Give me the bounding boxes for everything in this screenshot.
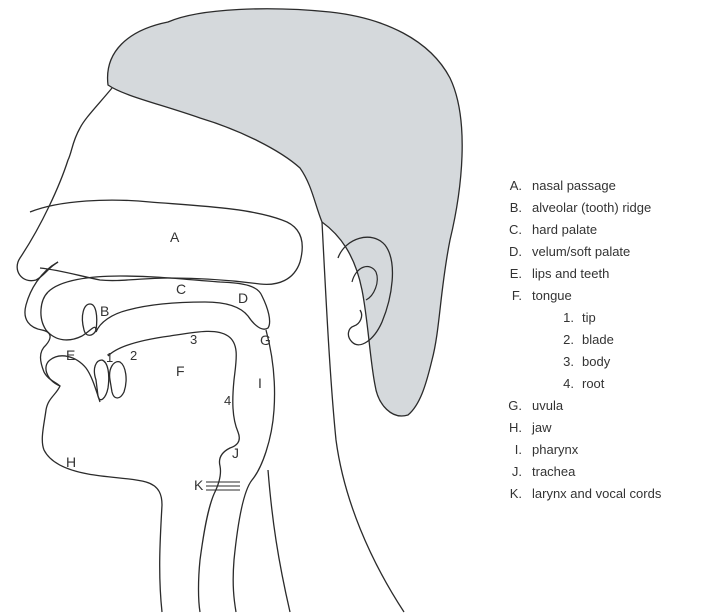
legend-text: velum/soft palate <box>532 241 630 263</box>
legend-subitem-1: 1. tip <box>500 307 718 329</box>
label-A: A <box>170 229 180 245</box>
label-G: G <box>260 332 271 348</box>
lower-tooth-shape-1 <box>94 360 108 400</box>
legend-subitem-2: 2. blade <box>500 329 718 351</box>
legend-letter: I. <box>500 439 522 461</box>
legend-subitem-4: 4. root <box>500 373 718 395</box>
lower-tooth-shape-2 <box>110 362 126 398</box>
label-tongue-4: 4 <box>224 393 231 408</box>
label-tongue-1: 1 <box>106 350 113 365</box>
legend-letter: A. <box>500 175 522 197</box>
legend-item-d: D. velum/soft palate <box>500 241 718 263</box>
legend-subitem-3: 3. body <box>500 351 718 373</box>
legend-item-f: F. tongue <box>500 285 718 307</box>
legend-text: pharynx <box>532 439 578 461</box>
legend-subitem-number: 3. <box>560 351 574 373</box>
nasal-passage-outline <box>30 200 302 284</box>
legend-subitem-text: body <box>582 351 610 373</box>
legend-item-h: H. jaw <box>500 417 718 439</box>
legend-letter: H. <box>500 417 522 439</box>
legend-text: alveolar (tooth) ridge <box>532 197 651 219</box>
legend-item-a: A. nasal passage <box>500 175 718 197</box>
label-D: D <box>238 290 248 306</box>
legend-text: larynx and vocal cords <box>532 483 661 505</box>
label-H: H <box>66 454 76 470</box>
legend-text: nasal passage <box>532 175 616 197</box>
label-tongue-3: 3 <box>190 332 197 347</box>
legend-subitem-text: blade <box>582 329 614 351</box>
face-profile-outline <box>17 88 112 281</box>
legend-letter: B. <box>500 197 522 219</box>
head-hair-region <box>108 9 463 416</box>
label-J: J <box>232 445 239 461</box>
legend-subitem-number: 1. <box>560 307 574 329</box>
label-F: F <box>176 363 185 379</box>
legend-item-g: G. uvula <box>500 395 718 417</box>
vocal-cords-lines <box>206 482 240 490</box>
label-B: B <box>100 303 109 319</box>
label-C: C <box>176 281 186 297</box>
legend-item-b: B. alveolar (tooth) ridge <box>500 197 718 219</box>
legend-letter: E. <box>500 263 522 285</box>
tongue-outline <box>108 331 239 612</box>
legend-subitem-number: 2. <box>560 329 574 351</box>
legend-letter: D. <box>500 241 522 263</box>
legend-letter: F. <box>500 285 522 307</box>
diagram-legend: A. nasal passage B. alveolar (tooth) rid… <box>500 175 718 505</box>
label-K: K <box>194 477 204 493</box>
legend-item-e: E. lips and teeth <box>500 263 718 285</box>
label-I: I <box>258 375 262 391</box>
legend-item-c: C. hard palate <box>500 219 718 241</box>
trachea-outline <box>268 470 290 612</box>
label-tongue-2: 2 <box>130 348 137 363</box>
label-E: E <box>66 347 75 363</box>
legend-text: tongue <box>532 285 572 307</box>
legend-letter: J. <box>500 461 522 483</box>
palate-outline <box>48 276 270 332</box>
legend-item-i: I. pharynx <box>500 439 718 461</box>
legend-text: hard palate <box>532 219 597 241</box>
legend-text: uvula <box>532 395 563 417</box>
legend-subitem-text: root <box>582 373 604 395</box>
legend-letter: C. <box>500 219 522 241</box>
legend-text: jaw <box>532 417 552 439</box>
legend-text: trachea <box>532 461 575 483</box>
legend-subitem-text: tip <box>582 307 596 329</box>
legend-item-k: K. larynx and vocal cords <box>500 483 718 505</box>
legend-letter: K. <box>500 483 522 505</box>
legend-text: lips and teeth <box>532 263 609 285</box>
upper-lip-outline <box>41 292 96 340</box>
lower-face-outline <box>25 262 162 612</box>
legend-item-j: J. trachea <box>500 461 718 483</box>
legend-letter: G. <box>500 395 522 417</box>
legend-subitem-number: 4. <box>560 373 574 395</box>
